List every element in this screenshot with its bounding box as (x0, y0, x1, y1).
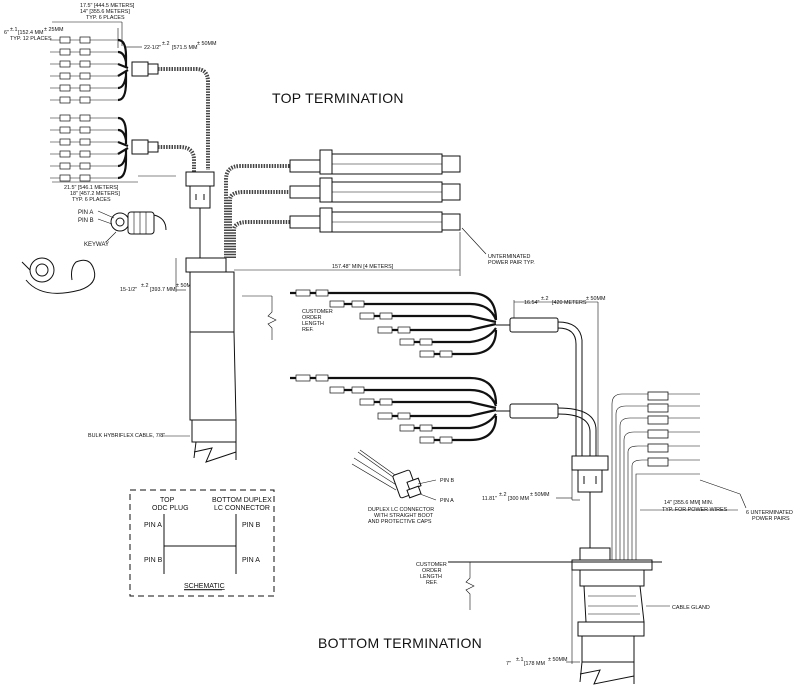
top-fanout-lower (50, 114, 159, 182)
bottom-termination-title: BOTTOM TERMINATION (318, 635, 482, 651)
svg-text:REF.: REF. (302, 327, 314, 333)
svg-text:21.5" [546.1 METERS]: 21.5" [546.1 METERS] (64, 185, 119, 191)
svg-text:22-1/2": 22-1/2" (144, 45, 161, 51)
svg-text:AND PROTECTIVE CAPS: AND PROTECTIVE CAPS (368, 519, 432, 525)
svg-text:ORDER: ORDER (302, 315, 322, 321)
bottom-power-pairs: 14" [355.6 MM] MIN. TYP. FOR POWER WIRES… (611, 391, 793, 560)
svg-text:PIN A: PIN A (78, 210, 93, 216)
svg-text:PIN A: PIN A (242, 557, 260, 564)
svg-text:±.1: ±.1 (516, 657, 523, 663)
bottom-breakout-body: 11.81" ±.2 [300 MM ± 50MM CABLE GLAND 7"… (416, 455, 710, 685)
svg-text:TOP: TOP (160, 497, 175, 504)
svg-text:±.2: ±.2 (541, 296, 548, 302)
svg-text:POWER PAIR TYP.: POWER PAIR TYP. (488, 260, 535, 266)
svg-text:WITH STRAIGHT BOOT: WITH STRAIGHT BOOT (374, 513, 434, 519)
top-breakout-body: 15-1/2" ±.2 [393.7 MM ± 50MM BULK HYBRIF… (88, 171, 333, 463)
svg-text:PIN A: PIN A (440, 498, 454, 504)
duplex-lc-detail: PIN B PIN A DUPLEX LC CONNECTOR WITH STR… (351, 449, 454, 525)
svg-text:[152.4 MM: [152.4 MM (18, 30, 44, 36)
svg-text:[420 METERS: [420 METERS (552, 300, 587, 306)
lc-fanout-lower (290, 374, 597, 456)
svg-text:PIN B: PIN B (242, 522, 261, 529)
svg-text:157.48" MIN [4 METERS]: 157.48" MIN [4 METERS] (332, 264, 394, 270)
svg-text:± 50MM: ± 50MM (197, 41, 217, 47)
svg-text:ORDER: ORDER (422, 568, 442, 574)
cable-gland-label: CABLE GLAND (672, 605, 710, 611)
svg-text:LC CONNECTOR: LC CONNECTOR (214, 505, 270, 512)
svg-text:±.2: ±.2 (499, 492, 506, 498)
lc-dimension: 16.54" ±.2 [420 METERS ± 50MM (513, 296, 606, 456)
svg-text:TYP. FOR POWER WIRES: TYP. FOR POWER WIRES (662, 507, 728, 513)
svg-text:PIN A: PIN A (144, 522, 162, 529)
top-fanout-upper (50, 36, 159, 104)
svg-text:±.2: ±.2 (162, 41, 169, 47)
svg-text:TYP. 6 PLACES: TYP. 6 PLACES (72, 197, 111, 203)
svg-text:7": 7" (506, 661, 511, 667)
svg-text:± 50MM: ± 50MM (548, 657, 568, 663)
svg-text:PIN B: PIN B (440, 478, 454, 484)
svg-text:ODC PLUG: ODC PLUG (152, 505, 189, 512)
svg-text:TYP. 12 PLACES: TYP. 12 PLACES (10, 36, 52, 42)
top-power-pairs: UNTERMINATED POWER PAIR TYP. 157.48" MIN… (224, 149, 535, 276)
svg-text:± 50MM: ± 50MM (176, 283, 196, 289)
svg-text:17.5" [444.5 METERS]: 17.5" [444.5 METERS] (80, 3, 135, 9)
svg-text:14" [355.6 MM] MIN.: 14" [355.6 MM] MIN. (664, 500, 713, 506)
odc-plug-detail: PIN A PIN B KEYWAY (21, 210, 167, 294)
svg-text:[571.5 MM: [571.5 MM (172, 45, 198, 51)
svg-text:6 UNTERMINATED: 6 UNTERMINATED (746, 510, 793, 516)
upper-braided-lead (158, 67, 210, 170)
svg-text:DUPLEX LC CONNECTOR: DUPLEX LC CONNECTOR (368, 507, 434, 513)
svg-text:BOTTOM DUPLEX: BOTTOM DUPLEX (212, 497, 272, 504)
svg-text:REF.: REF. (426, 580, 438, 586)
svg-text:[300 MM: [300 MM (508, 496, 529, 502)
top-dimensions: 17.5" [444.5 METERS] 14" [355.6 METERS] … (4, 3, 217, 203)
svg-text:6": 6" (4, 30, 9, 36)
svg-text:UNTERMINATED: UNTERMINATED (488, 254, 531, 260)
lc-fanout-upper (290, 289, 583, 456)
svg-text:±.1: ±.1 (10, 27, 17, 33)
svg-text:[178 MM: [178 MM (524, 661, 545, 667)
svg-text:CUSTOMER: CUSTOMER (416, 562, 447, 568)
schematic-caption: SCHEMATIC (184, 583, 225, 590)
svg-text:POWER PAIRS: POWER PAIRS (752, 516, 790, 522)
svg-text:TYP. 6 PLACES: TYP. 6 PLACES (86, 15, 125, 21)
lower-braided-lead (158, 145, 196, 172)
svg-text:±.2: ±.2 (141, 283, 148, 289)
svg-text:[393.7 MM: [393.7 MM (150, 287, 176, 293)
svg-text:LENGTH: LENGTH (420, 574, 442, 580)
svg-text:± 25MM: ± 25MM (44, 27, 64, 33)
svg-text:16.54": 16.54" (524, 300, 539, 306)
svg-text:18" [457.2 METERS]: 18" [457.2 METERS] (70, 191, 120, 197)
svg-text:PIN B: PIN B (144, 557, 163, 564)
svg-text:PIN B: PIN B (78, 218, 94, 224)
top-termination-title: TOP TERMINATION (272, 90, 404, 106)
svg-text:± 50MM: ± 50MM (586, 296, 606, 302)
svg-text:LENGTH: LENGTH (302, 321, 324, 327)
schematic-box: TOP ODC PLUG BOTTOM DUPLEX LC CONNECTOR … (129, 489, 275, 597)
svg-text:± 50MM: ± 50MM (530, 492, 550, 498)
svg-text:15-1/2": 15-1/2" (120, 287, 137, 293)
keyway-label: KEYWAY (84, 242, 109, 248)
svg-text:11.81": 11.81" (482, 496, 497, 502)
svg-text:14" [355.6 METERS]: 14" [355.6 METERS] (80, 9, 130, 15)
bulk-cable-label: BULK HYBRIFLEX CABLE, 7/8" (88, 433, 165, 439)
svg-text:CUSTOMER: CUSTOMER (302, 309, 333, 315)
